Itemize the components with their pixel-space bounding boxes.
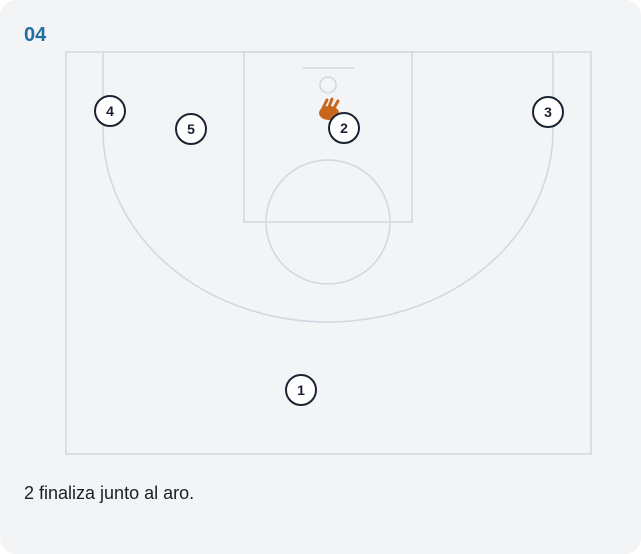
player-1: 1 xyxy=(285,374,317,406)
player-label: 2 xyxy=(340,120,348,136)
player-4: 4 xyxy=(94,95,126,127)
player-5: 5 xyxy=(175,113,207,145)
player-label: 3 xyxy=(544,104,552,120)
free-throw-circle xyxy=(265,159,391,285)
play-caption: 2 finaliza junto al aro. xyxy=(24,483,195,503)
player-2: 2 xyxy=(328,112,360,144)
player-label: 5 xyxy=(187,121,195,137)
player-label: 1 xyxy=(297,382,305,398)
step-number: 04 xyxy=(24,24,47,46)
player-3: 3 xyxy=(532,96,564,128)
paint-area xyxy=(243,51,413,223)
player-label: 4 xyxy=(106,103,114,119)
rim xyxy=(319,76,337,94)
three-point-line xyxy=(102,52,554,323)
